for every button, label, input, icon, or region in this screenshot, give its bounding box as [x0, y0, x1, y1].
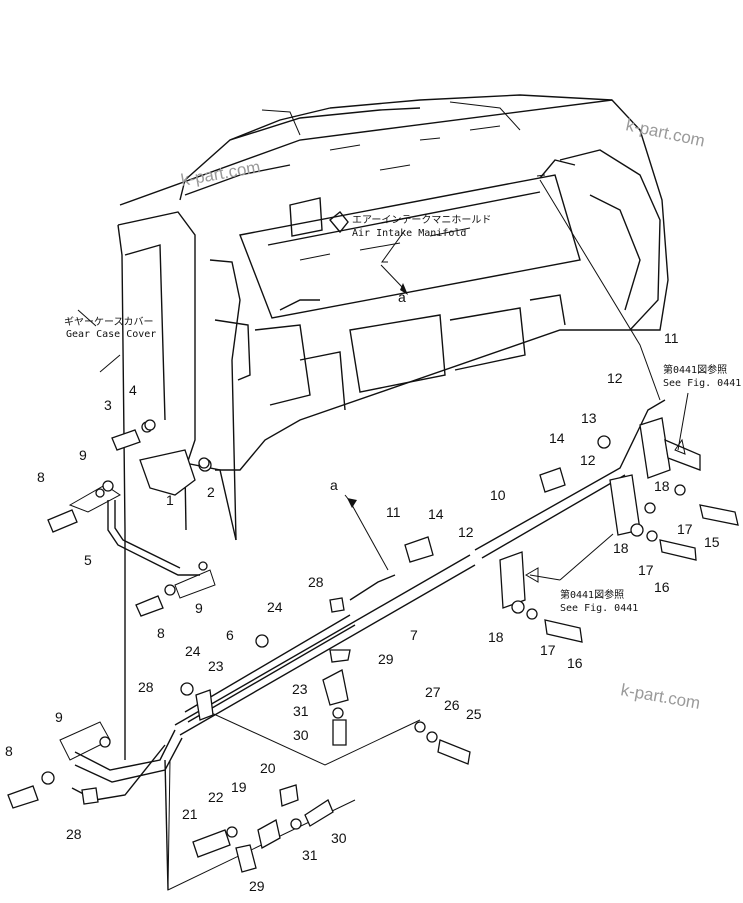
- callout: 26: [444, 697, 460, 713]
- watermark-top-left: k-part.com: [179, 157, 261, 190]
- callout: 8: [157, 625, 165, 641]
- callout: 23: [292, 681, 308, 697]
- engine-block-outline: [117, 94, 669, 891]
- callout: 11: [386, 504, 401, 520]
- bracket-right-upper: [499, 417, 701, 609]
- callout: 18: [654, 478, 670, 494]
- callout: 18: [613, 540, 629, 556]
- air-intake-en-label: Air Intake Manifold: [352, 228, 466, 239]
- callout: 4: [129, 382, 137, 398]
- callout: 6: [226, 627, 234, 643]
- fasteners: [7, 419, 739, 873]
- callout: 9: [55, 709, 63, 725]
- air-intake-jp-label: エアーインテークマニホールド: [352, 214, 491, 226]
- callout: 13: [581, 410, 597, 426]
- callout: 17: [677, 521, 693, 537]
- callout: 28: [66, 826, 82, 842]
- callout: 20: [260, 760, 276, 776]
- callout: 2: [207, 484, 215, 500]
- callout: 10: [490, 487, 506, 503]
- callout: 31: [293, 703, 309, 719]
- see-fig-en-label-2: See Fig. 0441: [560, 603, 638, 614]
- callout: 24: [185, 643, 201, 659]
- callout: 9: [79, 447, 87, 463]
- callout: 28: [308, 574, 324, 590]
- see-fig-jp-label-2: 第0441図参照: [560, 588, 624, 601]
- callout: 17: [540, 642, 556, 658]
- callout: 25: [466, 706, 482, 722]
- callout: 11: [664, 330, 679, 346]
- see-fig-jp-label-1: 第0441図参照: [663, 363, 727, 376]
- callout: 3: [104, 397, 112, 413]
- watermark-bottom-right: k-part.com: [619, 680, 701, 713]
- see-fig-en-label-1: See Fig. 0441: [663, 378, 741, 389]
- annotation-labels: エアーインテークマニホールド Air Intake Manifold a a ギ…: [64, 214, 741, 614]
- gear-case-jp-label: ギヤーケースカバー: [64, 316, 154, 328]
- callout: 15: [704, 534, 720, 550]
- callout: 18: [488, 629, 504, 645]
- callout: 9: [195, 600, 203, 616]
- ref-a-label-mid: a: [330, 477, 338, 493]
- callout: 28: [138, 679, 154, 695]
- callout: 16: [567, 655, 583, 671]
- ref-a-label-top: a: [398, 289, 406, 305]
- watermark-top-right: k-part.com: [624, 115, 706, 150]
- callout: 30: [331, 830, 347, 846]
- callout: 14: [428, 506, 444, 522]
- callout: 7: [410, 627, 418, 643]
- callout: 12: [580, 452, 596, 468]
- callout: 16: [654, 579, 670, 595]
- callout: 30: [293, 727, 309, 743]
- callout: 14: [549, 430, 565, 446]
- callout: 21: [182, 806, 198, 822]
- callout: 31: [302, 847, 318, 863]
- callout: 29: [378, 651, 394, 667]
- callout: 22: [208, 789, 224, 805]
- callout: 12: [458, 524, 474, 540]
- arrow-heads: [347, 283, 408, 508]
- callout: 1: [166, 492, 174, 508]
- callout: 5: [84, 552, 92, 568]
- watermarks: k-part.com k-part.com k-part.com: [179, 115, 706, 713]
- callout: 17: [638, 562, 654, 578]
- callout: 23: [208, 658, 224, 674]
- gear-case-en-label: Gear Case Cover: [66, 329, 156, 340]
- callout-numbers: 1 2 3 4 5 8 8 8 9 9 9 11 11 12 12 12 13 …: [5, 330, 720, 894]
- callout: 8: [37, 469, 45, 485]
- callout: 19: [231, 779, 247, 795]
- callout: 24: [267, 599, 283, 615]
- callout: 29: [249, 878, 265, 894]
- oil-pipe-assembly: [59, 174, 666, 891]
- callout: 8: [5, 743, 13, 759]
- leaders: [77, 229, 689, 583]
- callout: 27: [425, 684, 441, 700]
- callout: 12: [607, 370, 623, 386]
